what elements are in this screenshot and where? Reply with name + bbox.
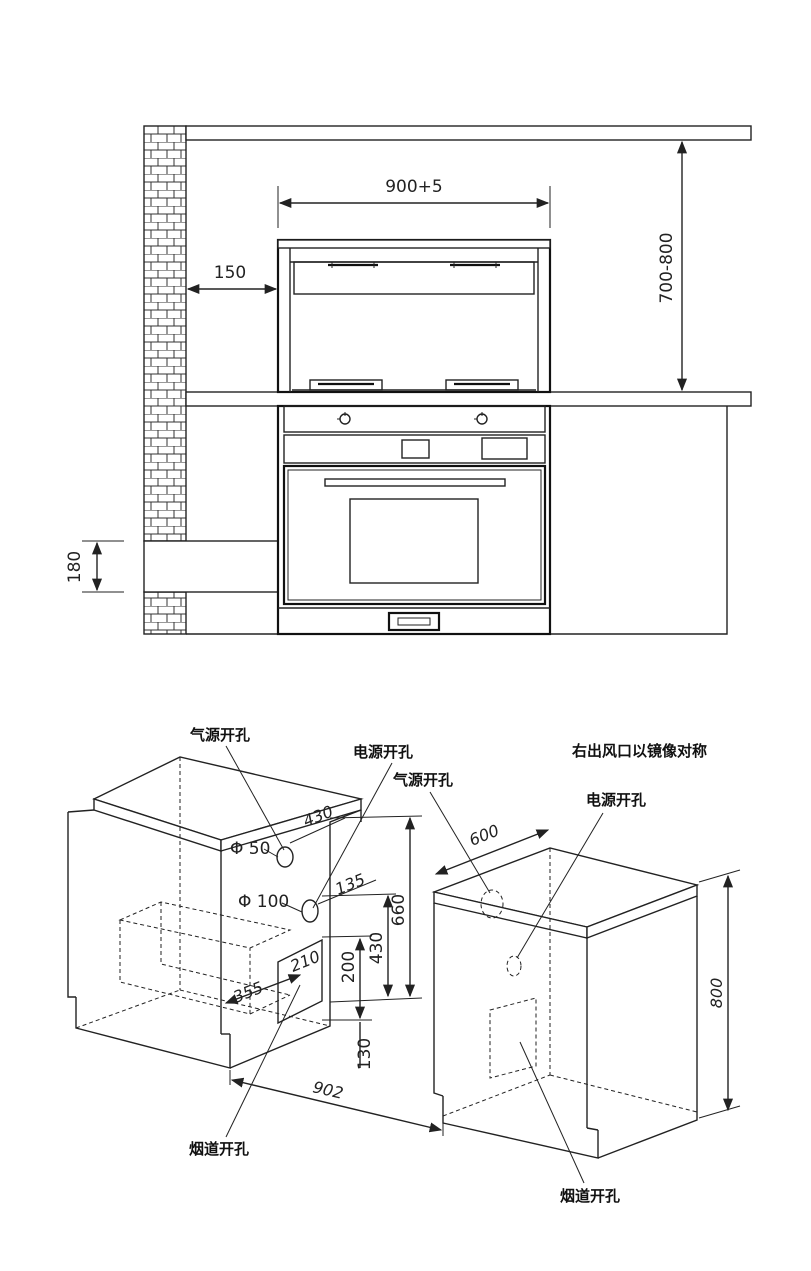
dim-130: 130 [355, 1038, 375, 1070]
left-power-label: 电源开孔 [353, 743, 413, 761]
power-hole [301, 899, 319, 923]
brick-wall-upper [143, 125, 187, 542]
right-flue-label: 烟道开孔 [560, 1187, 620, 1205]
hood-handle-right [450, 262, 500, 268]
hood-panel [293, 261, 535, 295]
dim-width: 900+5 [385, 177, 443, 197]
dim-duct-height: 180 [65, 551, 85, 583]
gas-hole [276, 846, 294, 868]
dim-wall-gap: 150 [214, 263, 246, 283]
drawer-handle [387, 611, 441, 632]
right-power-label: 电源开孔 [586, 791, 646, 809]
dim-210: 210 [287, 947, 322, 976]
dim-hood-height: 700-800 [657, 232, 677, 303]
burner-left [309, 379, 383, 391]
upper-shelf [185, 125, 752, 141]
exhaust-duct [143, 540, 279, 593]
dim-800: 800 [707, 978, 726, 1009]
right-gas-label: 气源开孔 [392, 771, 453, 789]
front-view: 900+5 150 700-800 180 [65, 125, 752, 636]
dim-660: 660 [389, 894, 409, 926]
hood-handle-left [328, 262, 378, 268]
display-right [481, 437, 528, 460]
left-gas-label: 气源开孔 [189, 726, 250, 744]
display-left [401, 439, 430, 459]
oven-handle [324, 478, 506, 487]
left-flue-label: 烟道开孔 [189, 1140, 249, 1158]
dim-355: 355 [230, 978, 265, 1007]
knob-right-icon [474, 412, 488, 425]
dim-135: 135 [332, 870, 367, 899]
dim-200: 200 [339, 951, 359, 983]
right-iso-view: 右出风口以镜像对称 气源开孔 电源开孔 烟道开孔 600 800 [392, 742, 741, 1205]
dim-phi100: Φ 100 [238, 892, 289, 912]
oven-window [349, 498, 479, 584]
dim-902: 902 [311, 1077, 345, 1102]
burner-right [445, 379, 519, 391]
left-iso-view: 气源开孔 电源开孔 烟道开孔 430 Φ 50 Φ 100 135 660 43… [67, 726, 444, 1158]
oven-door [282, 464, 547, 606]
countertop [185, 391, 752, 407]
dim-600: 600 [466, 821, 501, 850]
mirror-note: 右出风口以镜像对称 [572, 742, 707, 760]
dim-phi50: Φ 50 [230, 839, 270, 859]
dim-430-side: 430 [367, 932, 387, 964]
brick-wall-lower [143, 591, 187, 635]
knob-left-icon [337, 412, 351, 425]
hood-frame [276, 238, 552, 394]
